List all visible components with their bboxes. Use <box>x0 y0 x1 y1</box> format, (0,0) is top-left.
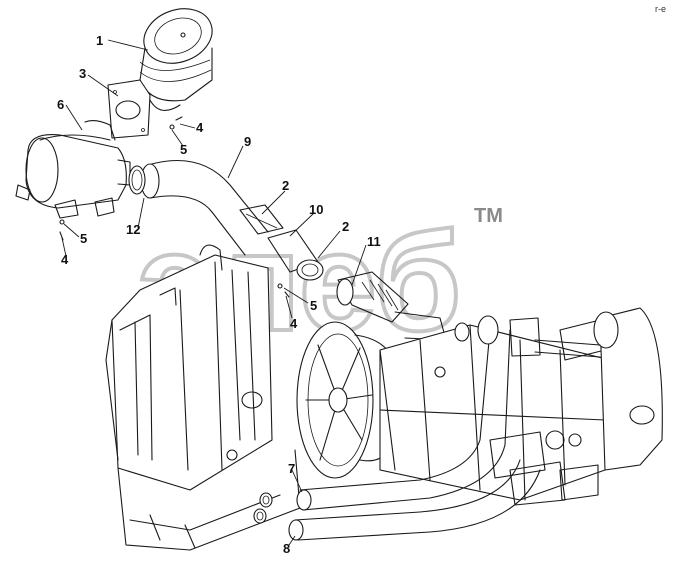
engine-block <box>379 319 611 506</box>
engine-filter-cylinder <box>509 307 663 471</box>
callout-11: 11 <box>367 234 381 249</box>
watermark-trademark: TM <box>474 205 503 227</box>
callout-7: 7 <box>288 461 295 476</box>
callout-2-lower: 2 <box>342 219 349 234</box>
part-9-intake-pipe <box>128 159 269 256</box>
corner-mark: r-e <box>655 4 666 14</box>
callout-8: 8 <box>283 541 290 556</box>
part-11-corrugated-hose <box>336 271 447 341</box>
part-3-adapter <box>107 79 151 139</box>
small-fasteners <box>59 116 290 298</box>
callout-3: 3 <box>79 66 86 81</box>
leader-lines <box>61 39 367 546</box>
cooling-fan <box>296 321 401 479</box>
callout-1: 1 <box>96 33 103 48</box>
callout-labels: 1 2 2 3 4 4 4 5 5 5 6 7 8 9 10 11 12 <box>57 33 381 556</box>
callout-4-top: 4 <box>196 120 204 135</box>
callout-12: 12 <box>126 222 140 237</box>
callout-5-middle: 5 <box>310 298 317 313</box>
callout-4-left: 4 <box>61 252 69 267</box>
callout-5-left: 5 <box>80 231 87 246</box>
part-10-hose <box>267 229 324 281</box>
part-1-precleaner <box>139 8 213 111</box>
callout-10: 10 <box>309 202 323 217</box>
callout-2-upper: 2 <box>282 178 289 193</box>
callout-4-middle: 4 <box>290 316 298 331</box>
radiator <box>105 244 301 551</box>
callout-5-top: 5 <box>180 142 187 157</box>
lower-coolant-pipes <box>253 315 541 541</box>
part-6-air-cleaner <box>15 119 131 219</box>
callout-9: 9 <box>244 134 251 149</box>
callout-6: 6 <box>57 97 64 112</box>
part-2-clamp-upper <box>239 204 284 235</box>
